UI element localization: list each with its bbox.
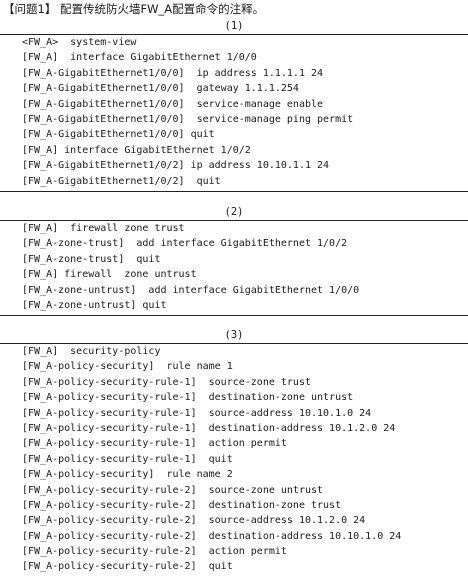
code-line: [FW_A] interface GigabitEthernet 1/0/2 — [22, 144, 251, 156]
code-line: [FW_A-zone-untrust] add interface Gigabi… — [22, 284, 360, 296]
section-number: (2) — [224, 206, 244, 218]
code-line: [FW_A-policy-security-rule-2] source-add… — [22, 515, 366, 527]
code-line: [FW_A-zone-trust] quit — [22, 253, 161, 265]
code-line: [FW_A-policy-security-rule-2] quit — [22, 561, 233, 573]
section-number: (3) — [224, 329, 244, 341]
code-line: [FW_A-policy-security-rule-1] destinatio… — [22, 392, 354, 404]
code-line: [FW_A-policy-security-rule-2] source-zon… — [22, 484, 324, 496]
code-line: [FW_A-policy-security-rule-1] destinatio… — [22, 422, 396, 434]
section-bottom-rule — [0, 190, 468, 192]
code-line: [FW_A-policy-security-rule-1] action per… — [22, 438, 287, 450]
code-line: [FW_A] security-policy — [22, 346, 161, 357]
code-block: <FW_A> system-view [FW_A] interface Giga… — [0, 35, 468, 189]
section-number: (1) — [224, 20, 244, 32]
code-line: [FW_A-policy-security-rule-2] action per… — [22, 546, 287, 558]
code-line: [FW_A-policy-security-rule-1] source-add… — [22, 407, 372, 419]
code-line: [FW_A-GigabitEthernet1/0/0] service-mana… — [22, 98, 324, 110]
code-line: [FW_A-GigabitEthernet1/0/0] service-mana… — [22, 113, 354, 125]
code-line: <FW_A> system-view — [22, 37, 137, 48]
config-section-2: (2) [FW_A] firewall zone trust [FW_A-zon… — [0, 205, 468, 317]
config-section-3: (3) [FW_A] security-policy [FW_A-policy-… — [0, 328, 468, 575]
code-line: [FW_A-policy-security-rule-1] quit — [22, 453, 233, 465]
section-top-rule — [0, 34, 468, 35]
question-heading: 【问题1】 配置传统防火墙FW_A配置命令的注释。 — [3, 2, 265, 16]
code-line: [FW_A-policy-security-rule-2] destinatio… — [22, 499, 342, 511]
code-line: [FW_A-GigabitEthernet1/0/0] quit — [22, 129, 215, 141]
section-bottom-rule — [0, 315, 468, 317]
section-top-rule — [0, 220, 468, 221]
code-line: [FW_A] firewall zone untrust — [22, 269, 197, 281]
code-line: [FW_A-zone-untrust] quit — [22, 299, 167, 311]
code-line: [FW_A-policy-security-rule-1] source-zon… — [22, 376, 311, 388]
code-block: [FW_A] security-policy [FW_A-policy-secu… — [0, 344, 468, 575]
code-line: [FW_A] interface GigabitEthernet 1/0/0 — [22, 52, 257, 64]
code-block: [FW_A] firewall zone trust [FW_A-zone-tr… — [0, 221, 468, 313]
code-line: [FW_A-GigabitEthernet1/0/2] ip address 1… — [22, 160, 330, 172]
code-line: [FW_A-policy-security] rule name 1 — [22, 361, 233, 373]
code-line: [FW_A-GigabitEthernet1/0/0] gateway 1.1.… — [22, 83, 299, 95]
section-top-rule — [0, 343, 468, 344]
code-line: [FW_A] firewall zone trust — [22, 223, 185, 234]
code-line: [FW_A-policy-security-rule-2] destinatio… — [22, 530, 402, 542]
code-line: [FW_A-GigabitEthernet1/0/2] quit — [22, 175, 221, 187]
code-line: [FW_A-GigabitEthernet1/0/0] ip address 1… — [22, 67, 324, 79]
code-line: [FW_A-policy-security] rule name 2 — [22, 469, 233, 481]
code-line: [FW_A-zone-trust] add interface GigabitE… — [22, 238, 348, 250]
config-section-1: (1) <FW_A> system-view [FW_A] interface … — [0, 19, 468, 192]
